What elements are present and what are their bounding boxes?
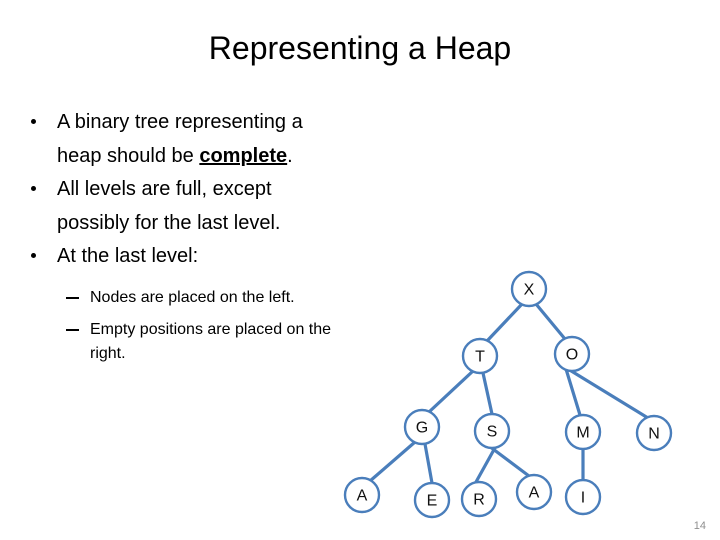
bullet-text-2: All levels are full, except possibly for… bbox=[57, 178, 281, 234]
tree-node-m[interactable]: M bbox=[564, 413, 602, 451]
tree-node-label: X bbox=[524, 282, 535, 299]
tree-node-e[interactable]: E bbox=[413, 481, 451, 519]
tree-node-a2[interactable]: A bbox=[515, 473, 553, 511]
tree-edge-t-s bbox=[481, 371, 494, 416]
tree-node-r[interactable]: R bbox=[460, 480, 498, 518]
sub-bullet-text-2: Empty positions are placed on the right. bbox=[90, 320, 332, 362]
tree-node-circle bbox=[473, 412, 511, 450]
tree-node-i[interactable]: I bbox=[564, 478, 602, 516]
tree-node-circle bbox=[461, 337, 499, 375]
tree-node-circle bbox=[343, 476, 381, 514]
list-item: All levels are full, except possibly for… bbox=[18, 173, 348, 240]
tree-node-label: O bbox=[566, 347, 578, 364]
tree-edge-g-e bbox=[423, 442, 434, 485]
tree-node-group: X T O G S M N A E R A I bbox=[343, 270, 673, 519]
bullet-dot-icon bbox=[31, 253, 36, 258]
tree-node-circle bbox=[564, 478, 602, 516]
tree-edge-x-o bbox=[534, 302, 567, 341]
tree-node-x[interactable]: X bbox=[510, 270, 548, 308]
bullet-text-1a: A binary tree representing a heap should… bbox=[57, 111, 303, 167]
list-item: A binary tree representing a heap should… bbox=[18, 106, 348, 173]
bullet-text-3: At the last level: bbox=[57, 245, 199, 267]
tree-edge-s-r bbox=[474, 444, 498, 484]
tree-node-o[interactable]: O bbox=[553, 335, 591, 373]
tree-node-circle bbox=[553, 335, 591, 373]
bullet-emphasis-complete: complete bbox=[199, 144, 288, 167]
tree-edge-x-t bbox=[485, 302, 524, 343]
tree-node-label: I bbox=[581, 490, 585, 507]
tree-node-circle bbox=[460, 480, 498, 518]
tree-node-label: R bbox=[473, 492, 485, 509]
tree-node-circle bbox=[515, 473, 553, 511]
list-item: Empty positions are placed on the right. bbox=[18, 318, 348, 366]
dash-bullet-icon bbox=[66, 296, 79, 299]
tree-node-a1[interactable]: A bbox=[343, 476, 381, 514]
page-number: 14 bbox=[693, 520, 706, 532]
tree-node-label: S bbox=[487, 424, 498, 441]
tree-node-label: A bbox=[357, 488, 368, 505]
bullet-dot-icon bbox=[31, 186, 36, 191]
tree-node-label: T bbox=[475, 349, 485, 366]
tree-node-circle bbox=[635, 414, 673, 452]
tree-node-label: A bbox=[529, 485, 540, 502]
tree-edge-s-a2 bbox=[487, 444, 531, 478]
dash-bullet-icon bbox=[66, 328, 79, 331]
bullet-dot-icon bbox=[31, 119, 36, 124]
tree-edge-o-n bbox=[566, 367, 650, 420]
body-text-block: A binary tree representing a heap should… bbox=[18, 106, 348, 374]
page-title: Representing a Heap bbox=[208, 30, 512, 66]
tree-node-label: E bbox=[427, 493, 438, 510]
tree-node-g[interactable]: G bbox=[403, 408, 441, 446]
list-item: Nodes are placed on the left. bbox=[18, 286, 348, 310]
tree-edge-o-m bbox=[564, 367, 582, 417]
sub-bullet-text-1: Nodes are placed on the left. bbox=[90, 288, 295, 306]
tree-node-t[interactable]: T bbox=[461, 337, 499, 375]
bullet-list: A binary tree representing a heap should… bbox=[18, 106, 348, 274]
tree-edge-g-a1 bbox=[368, 440, 417, 483]
tree-edge-t-g bbox=[427, 369, 475, 414]
tree-node-circle bbox=[403, 408, 441, 446]
tree-node-label: M bbox=[576, 425, 589, 442]
list-item: At the last level: bbox=[18, 240, 348, 274]
tree-node-s[interactable]: S bbox=[473, 412, 511, 450]
tree-node-label: G bbox=[416, 420, 428, 437]
tree-node-label: N bbox=[648, 426, 660, 443]
bullet-text-1b: . bbox=[287, 144, 293, 167]
tree-node-n[interactable]: N bbox=[635, 414, 673, 452]
sub-bullet-list: Nodes are placed on the left. Empty posi… bbox=[18, 286, 348, 366]
tree-node-circle bbox=[413, 481, 451, 519]
tree-node-circle bbox=[510, 270, 548, 308]
tree-edge-group bbox=[368, 302, 650, 485]
tree-node-circle bbox=[564, 413, 602, 451]
